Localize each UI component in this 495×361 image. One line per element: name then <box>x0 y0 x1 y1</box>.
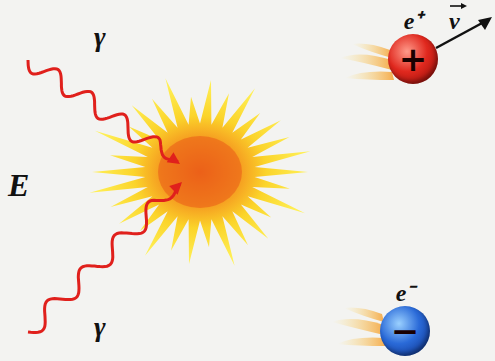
velocity-arrowhead <box>478 17 492 30</box>
velocity-symbol: v <box>449 8 460 34</box>
vector-arrowhead <box>461 3 467 9</box>
energy-burst <box>90 78 311 265</box>
energy-symbol: E <box>8 168 29 202</box>
particle-symbol: e⁻ <box>396 280 415 306</box>
particle-ball: − <box>380 306 430 356</box>
motion-trail <box>340 44 394 80</box>
photon-arrowhead <box>167 152 180 164</box>
charge-sign: + <box>399 42 428 76</box>
photon-wave <box>28 60 178 162</box>
photon-symbol: γ <box>94 312 106 342</box>
particle: e⁻ − <box>380 280 430 356</box>
vector-arrow <box>450 5 462 7</box>
velocity-arrow <box>436 22 484 48</box>
particle-symbol: e⁺ <box>404 8 423 34</box>
motion-trail <box>332 308 386 346</box>
photon-wave <box>28 184 180 333</box>
photon-arrowhead <box>169 182 182 195</box>
particle-ball: + <box>388 34 438 84</box>
photon-symbol: γ <box>94 22 106 52</box>
particle: e⁺ + <box>388 8 438 84</box>
charge-sign: − <box>391 314 420 348</box>
